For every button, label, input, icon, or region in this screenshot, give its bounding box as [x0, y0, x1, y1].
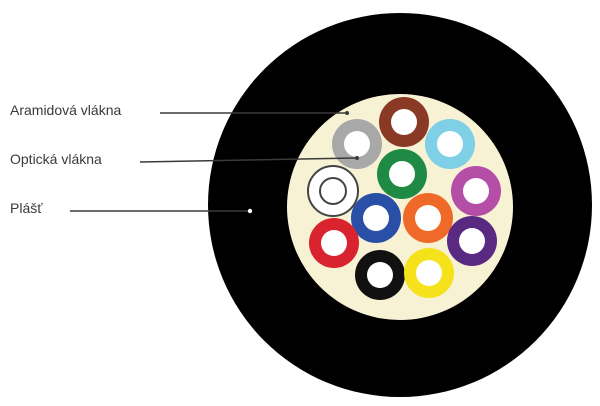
leader-line-optical	[139, 157, 357, 163]
label-optical-fibers: Optická vlákna	[10, 151, 102, 167]
fiber-tube-violet	[451, 166, 501, 216]
fiber-tube-purple	[447, 216, 497, 266]
fiber-tubes	[307, 97, 501, 300]
fiber-tube-blue	[351, 193, 401, 243]
leader-dot-optical	[355, 156, 359, 160]
label-aramid-fibers: Aramidová vlákna	[10, 102, 122, 118]
label-jacket: Plášť	[10, 200, 43, 216]
fiber-tube-yellow	[404, 248, 454, 298]
fiber-tube-white	[307, 165, 359, 217]
fiber-tube-black	[355, 250, 405, 300]
leader-lines	[70, 111, 359, 214]
fiber-tube-brown	[379, 97, 429, 147]
fiber-tube-green	[377, 149, 427, 199]
fiber-tube-red	[309, 218, 359, 268]
leader-dot-aramid	[345, 111, 349, 115]
leader-dot-jacket	[247, 208, 253, 214]
fiber-tube-grey	[332, 119, 382, 169]
fiber-tube-aqua	[425, 119, 475, 169]
fiber-tube-orange	[403, 193, 453, 243]
